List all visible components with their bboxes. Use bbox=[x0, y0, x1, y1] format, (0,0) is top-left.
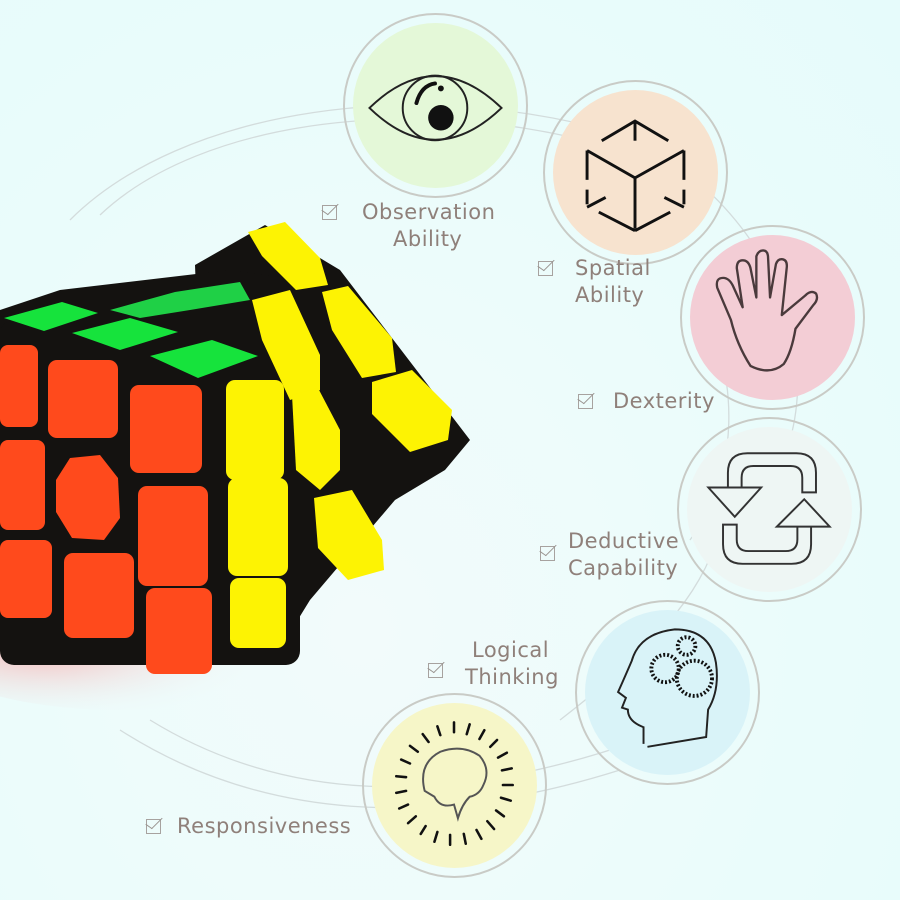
checkbox-icon bbox=[540, 546, 555, 561]
logical-label: Logical Thinking bbox=[428, 637, 559, 691]
logical-circle bbox=[575, 600, 760, 785]
head-gears-icon bbox=[616, 628, 718, 748]
brain-burst-icon bbox=[395, 721, 514, 846]
responsiveness-circle bbox=[362, 693, 547, 878]
deductive-label: Deductive Capability bbox=[540, 528, 679, 582]
hand-icon bbox=[715, 249, 819, 372]
cycle-arrows-icon bbox=[706, 452, 832, 565]
deductive-circle bbox=[677, 417, 862, 602]
cube-outline-icon bbox=[585, 119, 686, 233]
checkbox-icon bbox=[322, 205, 337, 220]
spatial-label: Spatial Ability bbox=[538, 255, 651, 309]
spatial-circle bbox=[543, 80, 728, 265]
observation-label: Observation Ability bbox=[322, 199, 495, 253]
checkbox-icon bbox=[146, 819, 161, 834]
dexterity-label: Dexterity bbox=[578, 388, 715, 415]
responsiveness-label: Responsiveness bbox=[146, 813, 351, 840]
checkbox-icon bbox=[538, 261, 553, 276]
eye-icon bbox=[368, 74, 503, 142]
checkbox-icon bbox=[578, 394, 593, 409]
dexterity-circle bbox=[680, 225, 865, 410]
checkbox-icon bbox=[428, 663, 443, 678]
observation-circle bbox=[343, 13, 528, 198]
